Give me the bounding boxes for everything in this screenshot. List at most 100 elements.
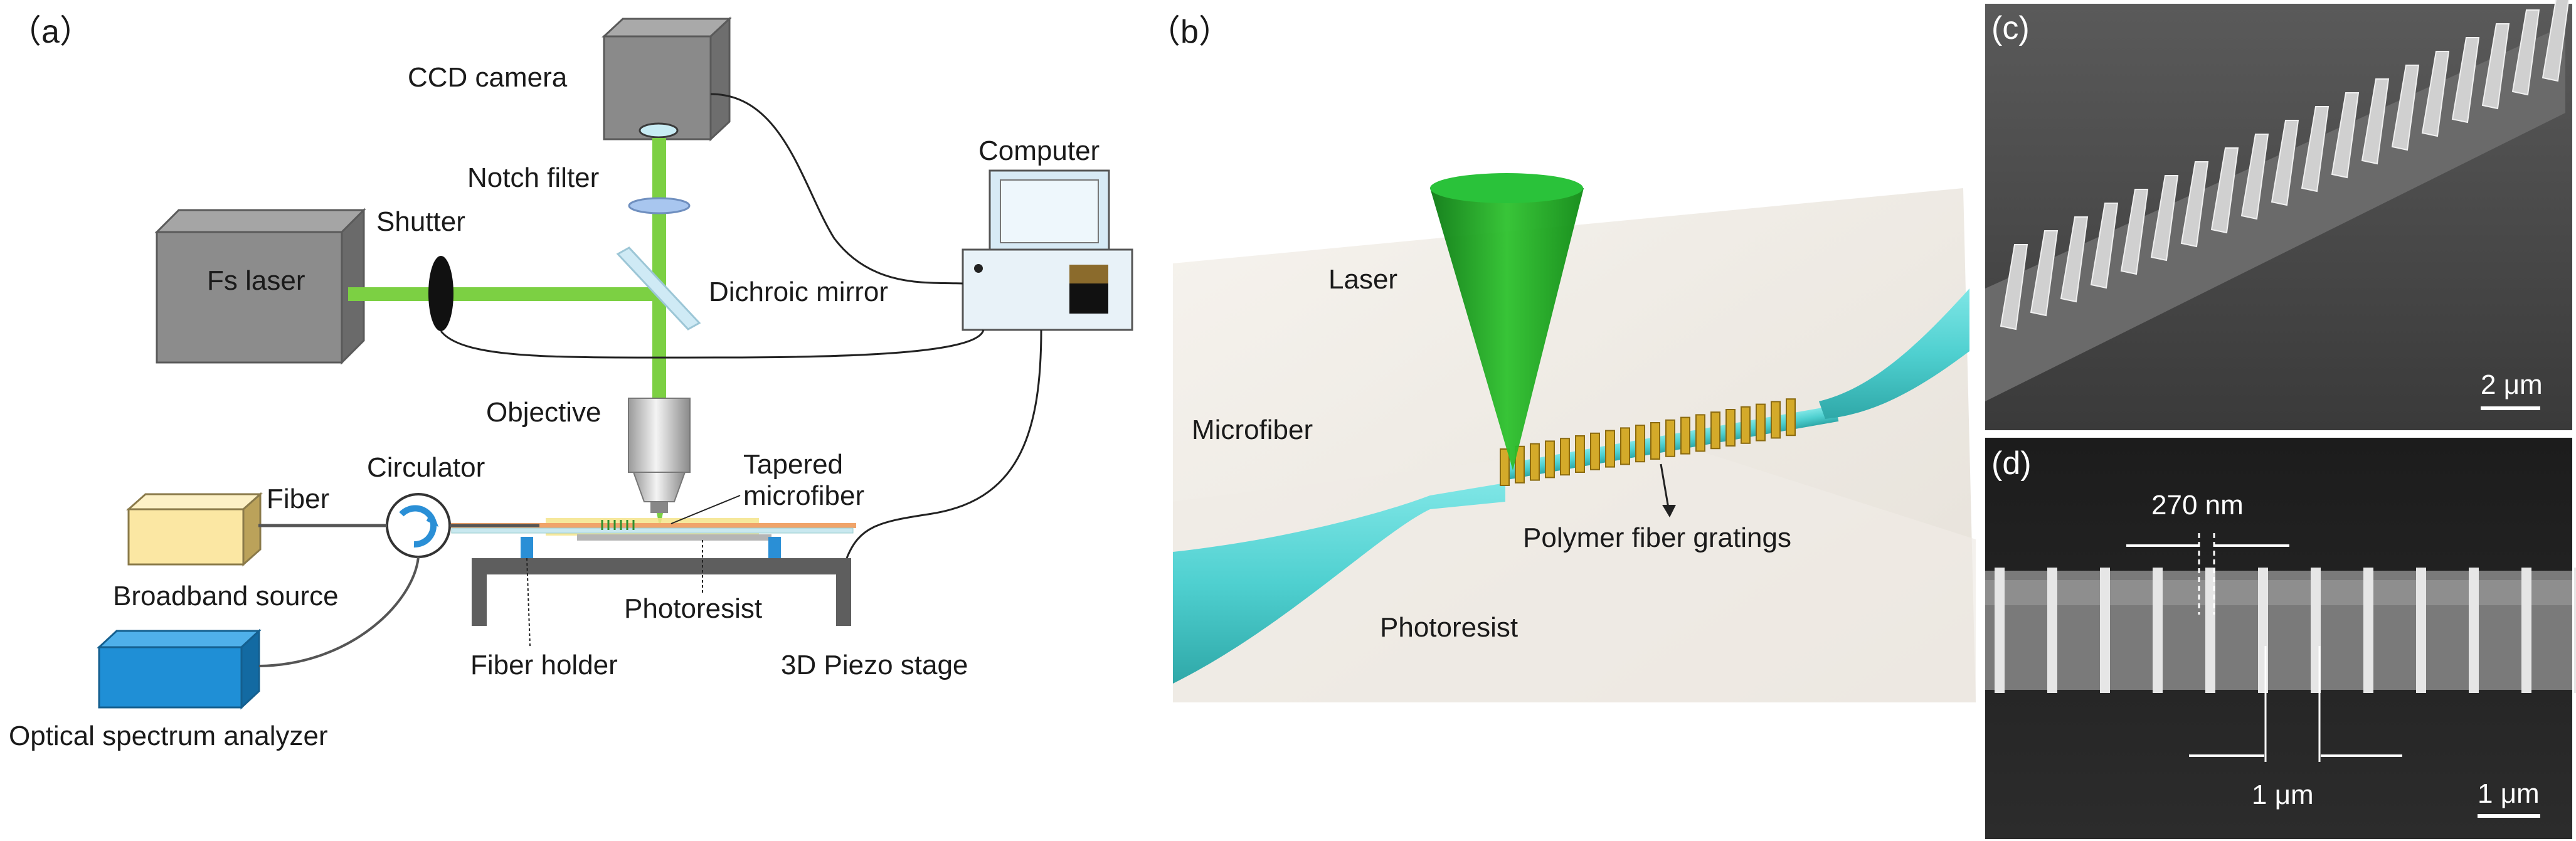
sem-ridge xyxy=(2153,568,2163,693)
panel-c: (c) 2 μm xyxy=(1985,0,2572,430)
sem-ridge xyxy=(2100,568,2110,693)
sem-d-ridges xyxy=(1995,568,2576,693)
sem-ridge xyxy=(2481,23,2510,110)
photoresist-b-label: Photoresist xyxy=(1380,612,1518,643)
osa-icon xyxy=(97,628,262,710)
shutter-label: Shutter xyxy=(376,206,465,237)
laser-beam-vertical xyxy=(652,138,666,398)
computer-label: Computer xyxy=(978,135,1100,166)
cable-ccd-computer xyxy=(710,93,963,285)
fiber-holder-left xyxy=(521,537,533,558)
sample-base xyxy=(577,534,771,541)
notch-filter-icon xyxy=(628,197,691,214)
microfiber-right xyxy=(1819,288,1969,419)
sem-ridge xyxy=(2451,37,2480,124)
panel-d: (d) 270 nm 1 μm 1 μm xyxy=(1985,438,2576,839)
scale-d-label: 1 μm xyxy=(2478,778,2540,809)
width-label: 270 nm xyxy=(2151,490,2244,521)
sem-ridge xyxy=(2271,120,2299,206)
panel-b-label: （b） xyxy=(1148,14,1231,50)
grating-marks xyxy=(601,520,635,530)
grating-element xyxy=(1771,401,1781,439)
grating-element xyxy=(1695,414,1705,452)
shutter-icon xyxy=(428,256,453,331)
grating-element xyxy=(1605,430,1615,468)
dichroic-mirror-icon xyxy=(616,246,701,331)
sem-ridge xyxy=(2150,175,2179,262)
osa-label: Optical spectrum analyzer xyxy=(9,721,328,751)
sem-ridge xyxy=(2090,203,2119,289)
sem-ridge xyxy=(2469,568,2479,693)
sem-ridge xyxy=(2361,78,2390,165)
grating-element xyxy=(1620,427,1630,465)
gratings-pointer-head xyxy=(1662,505,1676,517)
sem-ridge xyxy=(2416,568,2426,693)
photoresist-front-face xyxy=(1173,439,1976,702)
grating-element xyxy=(1665,419,1675,457)
sem-ridge xyxy=(2258,568,2268,693)
grating-element xyxy=(1710,411,1720,450)
grating-element xyxy=(1530,443,1540,481)
tapered-label-1: Tapered xyxy=(743,449,843,480)
panel-c-label: (c) xyxy=(1991,10,2030,46)
period-label: 1 μm xyxy=(2252,780,2314,810)
sem-ridge xyxy=(2240,134,2269,220)
fiber-line xyxy=(445,523,856,528)
sem-ridge xyxy=(2120,189,2149,275)
piezo-stage xyxy=(472,558,851,626)
sem-ridge xyxy=(2060,216,2089,303)
fiber-label: Fiber xyxy=(267,484,329,514)
tapered-pointer xyxy=(671,495,741,524)
laser-cone xyxy=(1430,188,1584,470)
grating-element xyxy=(1635,425,1645,463)
cable-computer-stage xyxy=(845,329,1042,559)
fs-laser-icon xyxy=(154,208,366,365)
sem-c-structure xyxy=(1985,25,2565,401)
objective-icon xyxy=(628,398,691,513)
ccd-camera-label: CCD camera xyxy=(408,62,568,93)
grating-element xyxy=(1650,422,1660,460)
sem-c-ridges xyxy=(2000,0,2570,331)
sem-ridge xyxy=(2331,92,2360,179)
glass-slide xyxy=(451,527,854,534)
sem-ridge xyxy=(2000,244,2028,331)
grating-element xyxy=(1500,448,1510,486)
circulator-label: Circulator xyxy=(367,452,485,483)
panel-d-label: (d) xyxy=(1991,445,2032,482)
computer-icon xyxy=(962,169,1133,331)
microfiber-left xyxy=(1173,483,1505,684)
scale-c-bar xyxy=(2481,406,2540,410)
cable-shutter-computer xyxy=(440,329,985,359)
fiber-holder-right xyxy=(768,537,781,558)
broadband-source-icon xyxy=(126,492,263,567)
fiber-holder-label: Fiber holder xyxy=(470,650,618,680)
gratings-label: Polymer fiber gratings xyxy=(1523,522,1791,553)
sem-ridge xyxy=(2030,230,2059,317)
sem-ridge xyxy=(2210,147,2239,234)
photoresist-label: Photoresist xyxy=(624,593,762,624)
ccd-camera-icon xyxy=(602,16,732,142)
sem-ridge xyxy=(2205,568,2215,693)
sem-ridge xyxy=(2301,106,2330,193)
grating-element xyxy=(1786,398,1796,436)
laser-beam-horizontal xyxy=(348,287,660,301)
objective-label: Objective xyxy=(486,397,601,428)
sem-ridge xyxy=(2574,568,2576,693)
gratings-pointer xyxy=(1660,463,1670,509)
sem-ridge xyxy=(2180,161,2209,248)
grating-element xyxy=(1545,440,1555,479)
microfiber-label: Microfiber xyxy=(1192,415,1313,445)
sem-ridge xyxy=(2542,0,2570,82)
sem-ridge xyxy=(2047,568,2057,693)
laser-cone-top xyxy=(1430,173,1583,203)
grating-element xyxy=(1725,409,1736,447)
sem-ridge xyxy=(2521,568,2531,693)
notch-filter-label: Notch filter xyxy=(467,162,599,193)
sem-ridge xyxy=(1995,568,2005,693)
sem-ridge xyxy=(2311,568,2321,693)
circulator-icon xyxy=(386,493,451,558)
fiber-cable-osa xyxy=(258,556,420,667)
grating-element xyxy=(1741,406,1751,444)
sem-d-fiber-highlight xyxy=(1985,580,2572,605)
grating-element xyxy=(1756,403,1766,442)
